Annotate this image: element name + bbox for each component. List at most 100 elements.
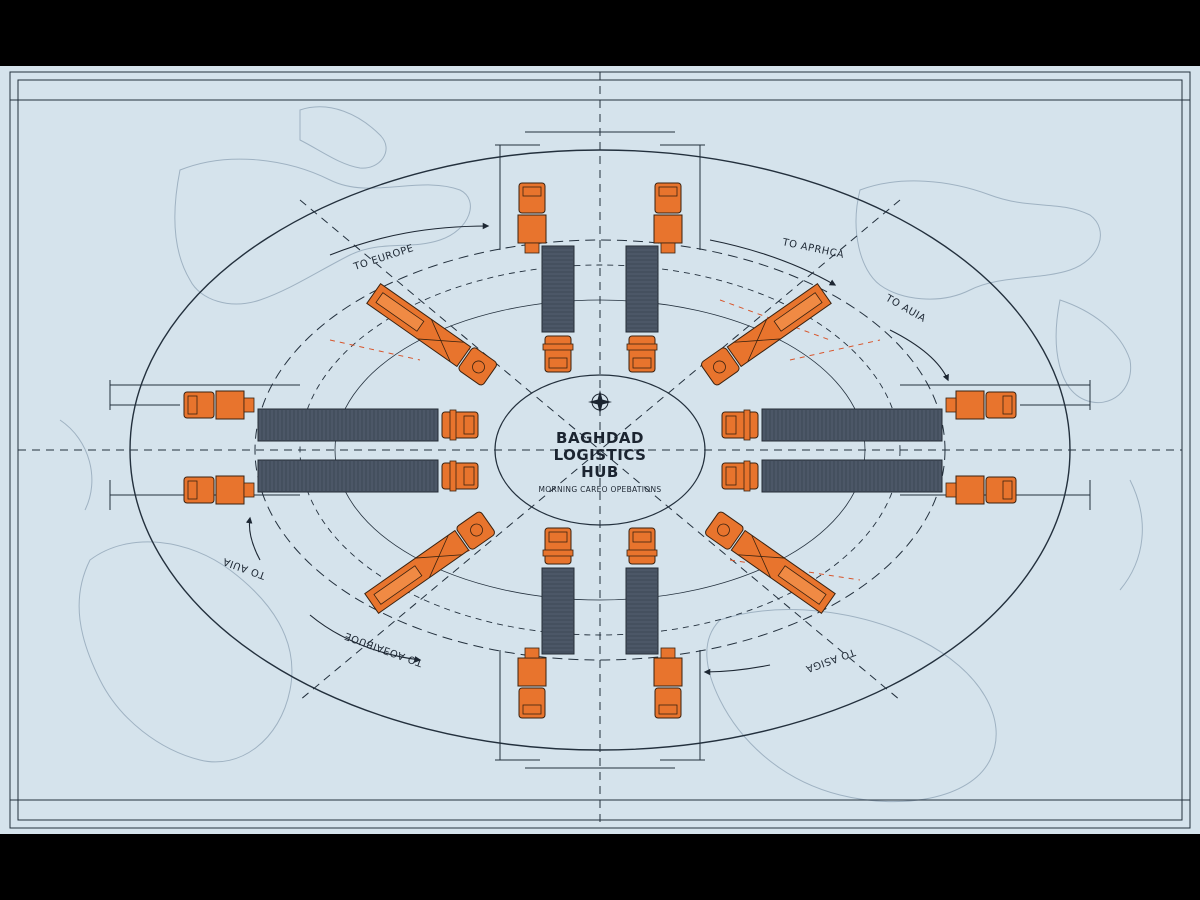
truck-windshield	[725, 466, 737, 486]
semi-truck-south-left	[541, 527, 575, 655]
truck-chassis	[215, 475, 245, 505]
flatbed-truck-southeast	[705, 511, 836, 614]
tractor-west-top	[183, 390, 255, 420]
truck-step	[542, 343, 574, 351]
crosshair-guides	[18, 72, 1182, 828]
truck-cab	[985, 391, 1017, 419]
cargo-container	[257, 459, 439, 493]
truck-wheel	[472, 360, 485, 374]
truck-windshield	[187, 395, 198, 415]
tractor-north-left	[517, 182, 547, 254]
truck-chassis	[955, 390, 985, 420]
hub-subtitle: MORNING CAREO OPEBATIONS	[539, 485, 662, 494]
truck-hitch	[945, 482, 957, 498]
truck-windshield	[632, 357, 652, 369]
semi-truck-west-bottom	[257, 459, 479, 493]
arrow-southwest	[309, 614, 422, 663]
hub-center: BAGHDAD LOGISTICS HUB MORNING CAREO OPEB…	[539, 390, 662, 494]
arrow-west-down	[245, 516, 261, 561]
cargo-container	[761, 459, 943, 493]
truck-windshield	[1002, 395, 1013, 415]
truck-windshield	[522, 186, 542, 197]
truck-cab	[705, 511, 744, 550]
truck-windshield	[632, 531, 652, 543]
truck-cab	[456, 511, 495, 550]
cargo-container	[625, 567, 659, 655]
tractor-south-left	[517, 647, 547, 719]
truck-chassis	[653, 214, 683, 244]
truck-windshield	[725, 415, 737, 435]
truck-cab	[518, 182, 546, 214]
crane-boom	[777, 565, 827, 605]
crane-boom	[375, 292, 425, 332]
tractor-north-right	[653, 182, 683, 254]
truck-cab	[654, 182, 682, 214]
truck-cab	[985, 476, 1017, 504]
semi-truck-north-right	[625, 245, 659, 373]
tractor-east-top	[945, 390, 1017, 420]
truck-hitch	[524, 242, 540, 254]
truck-cab	[701, 347, 740, 386]
arrow-africa	[709, 239, 837, 286]
truck-wheel	[713, 360, 726, 374]
crane-boom	[773, 292, 823, 332]
truck-cab	[183, 391, 215, 419]
hub-title-line-3: HUB	[581, 463, 619, 481]
truck-windshield	[463, 466, 475, 486]
tractor-south-right	[653, 647, 683, 719]
truck-step	[743, 409, 751, 441]
truck-chassis	[215, 390, 245, 420]
truck-windshield	[187, 480, 198, 500]
truck-cab	[518, 687, 546, 719]
truck-windshield	[548, 357, 568, 369]
compass-rose-icon	[588, 390, 612, 414]
truck-hitch	[660, 242, 676, 254]
top-letterbox	[0, 0, 1200, 66]
semi-truck-north-left	[541, 245, 575, 373]
truck-step	[449, 460, 457, 492]
hub-rings	[129, 149, 1071, 751]
truck-windshield	[522, 704, 542, 715]
semi-truck-east-bottom	[721, 459, 943, 493]
truck-wheel	[717, 523, 730, 537]
truck-chassis	[517, 657, 547, 687]
semi-truck-south-right	[625, 527, 659, 655]
arrow-europe	[329, 222, 490, 256]
truck-step	[743, 460, 751, 492]
truck-step	[626, 549, 658, 557]
truck-hitch	[524, 647, 540, 659]
truck-windshield	[658, 186, 678, 197]
crane-boom	[373, 565, 423, 605]
truck-chassis	[517, 214, 547, 244]
flatbed-truck-southwest	[364, 511, 495, 614]
cargo-container	[761, 408, 943, 442]
hub-title-line-1: BAGHDAD	[556, 429, 644, 447]
truck-windshield	[1002, 480, 1013, 500]
truck-hitch	[243, 482, 255, 498]
world-map-outline	[59, 106, 1143, 803]
truck-hitch	[945, 397, 957, 413]
arrow-southeast	[703, 664, 771, 676]
truck-hitch	[243, 397, 255, 413]
cargo-container	[541, 567, 575, 655]
cargo-container	[625, 245, 659, 333]
truck-chassis	[653, 657, 683, 687]
truck-hitch	[660, 647, 676, 659]
semi-truck-east-top	[721, 408, 943, 442]
dimension-marks	[109, 131, 1091, 769]
truck-chassis	[955, 475, 985, 505]
cargo-container	[257, 408, 439, 442]
route-arrows	[245, 222, 949, 676]
flatbed-truck-northeast	[701, 283, 832, 386]
truck-windshield	[548, 531, 568, 543]
truck-step	[542, 549, 574, 557]
truck-cab	[183, 476, 215, 504]
cargo-container	[541, 245, 575, 333]
semi-truck-west-top	[257, 408, 479, 442]
truck-wheel	[470, 523, 483, 537]
truck-step	[449, 409, 457, 441]
hub-title-line-2: LOGISTICS	[554, 446, 647, 464]
tractor-west-bottom	[183, 475, 255, 505]
bottom-letterbox	[0, 834, 1200, 900]
